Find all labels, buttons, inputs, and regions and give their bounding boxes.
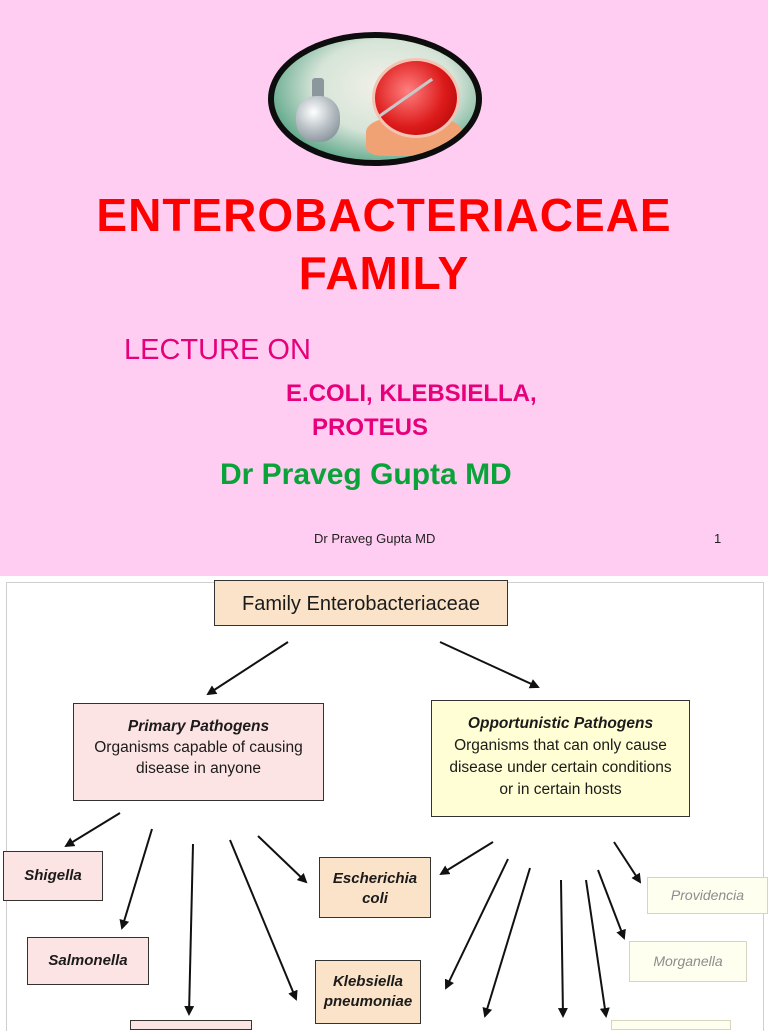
arrow-primary-down-1 [184, 843, 195, 1016]
arrow-primary-down-2 [229, 839, 298, 1001]
slide-footer: Dr Praveg Gupta MD [314, 531, 436, 546]
primary-heading: Primary Pathogens [127, 718, 270, 735]
lecture-on-label: LECTURE ON [124, 334, 311, 366]
lab-photo-oval [268, 32, 482, 166]
primary-line-2: disease in anyone [136, 760, 261, 777]
arrow-primary-to-escherichia [257, 835, 308, 884]
cut-off-box-right [611, 1020, 731, 1030]
arrow-family-to-opportunistic [439, 641, 540, 689]
page-number: 1 [714, 531, 722, 546]
petri-dish [372, 58, 460, 138]
morganella-box: Morganella [629, 941, 747, 982]
opportunistic-heading: Opportunistic Pathogens [467, 715, 654, 732]
arrow-opportunistic-down-3 [585, 879, 610, 1018]
subjects-line-2: PROTEUS [312, 414, 429, 441]
escherichia-line-2: coli [362, 890, 388, 907]
bunsen-burner-neck [312, 78, 324, 100]
primary-line-1: Organisms capable of causing [94, 739, 303, 756]
author-name: Dr Praveg Gupta MD [220, 458, 512, 491]
shigella-box: Shigella [3, 851, 103, 901]
opportunistic-line-2: disease under certain conditions [449, 759, 672, 776]
arrow-opportunistic-down-2 [557, 879, 568, 1018]
primary-pathogens-box: Primary Pathogens Organisms capable of c… [73, 703, 324, 801]
opportunistic-pathogens-box: Opportunistic Pathogens Organisms that c… [431, 700, 690, 817]
salmonella-box: Salmonella [27, 937, 149, 985]
cut-off-box-left [130, 1020, 252, 1030]
lab-photo [274, 38, 476, 160]
subjects-line-1: E.COLI, KLEBSIELLA, [286, 380, 537, 407]
klebsiella-line-1: Klebsiella [332, 973, 404, 990]
title-slide: ENTEROBACTERIACEAE FAMILY LECTURE ON E.C… [0, 0, 768, 576]
arrow-family-to-primary [206, 641, 289, 696]
arrow-opportunistic-to-klebsiella [444, 858, 509, 990]
arrow-opportunistic-to-providencia [613, 841, 642, 884]
arrow-opportunistic-to-escherichia [439, 841, 494, 876]
opportunistic-line-3: or in certain hosts [499, 781, 622, 798]
providencia-box: Providencia [647, 877, 768, 914]
klebsiella-line-2: pneumoniae [323, 993, 413, 1010]
escherichia-coli-box: Escherichia coli [319, 857, 431, 918]
classification-slide: Family Enterobacteriaceae Primary Pathog… [0, 576, 768, 1031]
title-line-2: FAMILY [298, 247, 470, 299]
opportunistic-line-1: Organisms that can only cause [454, 737, 667, 754]
family-box: Family Enterobacteriaceae [214, 580, 508, 626]
diagram-arrows [64, 641, 642, 1018]
escherichia-line-1: Escherichia [332, 870, 418, 887]
bunsen-burner [296, 96, 340, 142]
arrow-opportunistic-to-morganella [597, 869, 626, 940]
arrow-primary-to-shigella [64, 812, 121, 848]
arrow-primary-to-salmonella [119, 828, 153, 930]
arrow-opportunistic-down-1 [482, 867, 531, 1018]
klebsiella-pneumoniae-box: Klebsiella pneumoniae [315, 960, 421, 1024]
title-line-1: ENTEROBACTERIACEAE [96, 189, 672, 241]
